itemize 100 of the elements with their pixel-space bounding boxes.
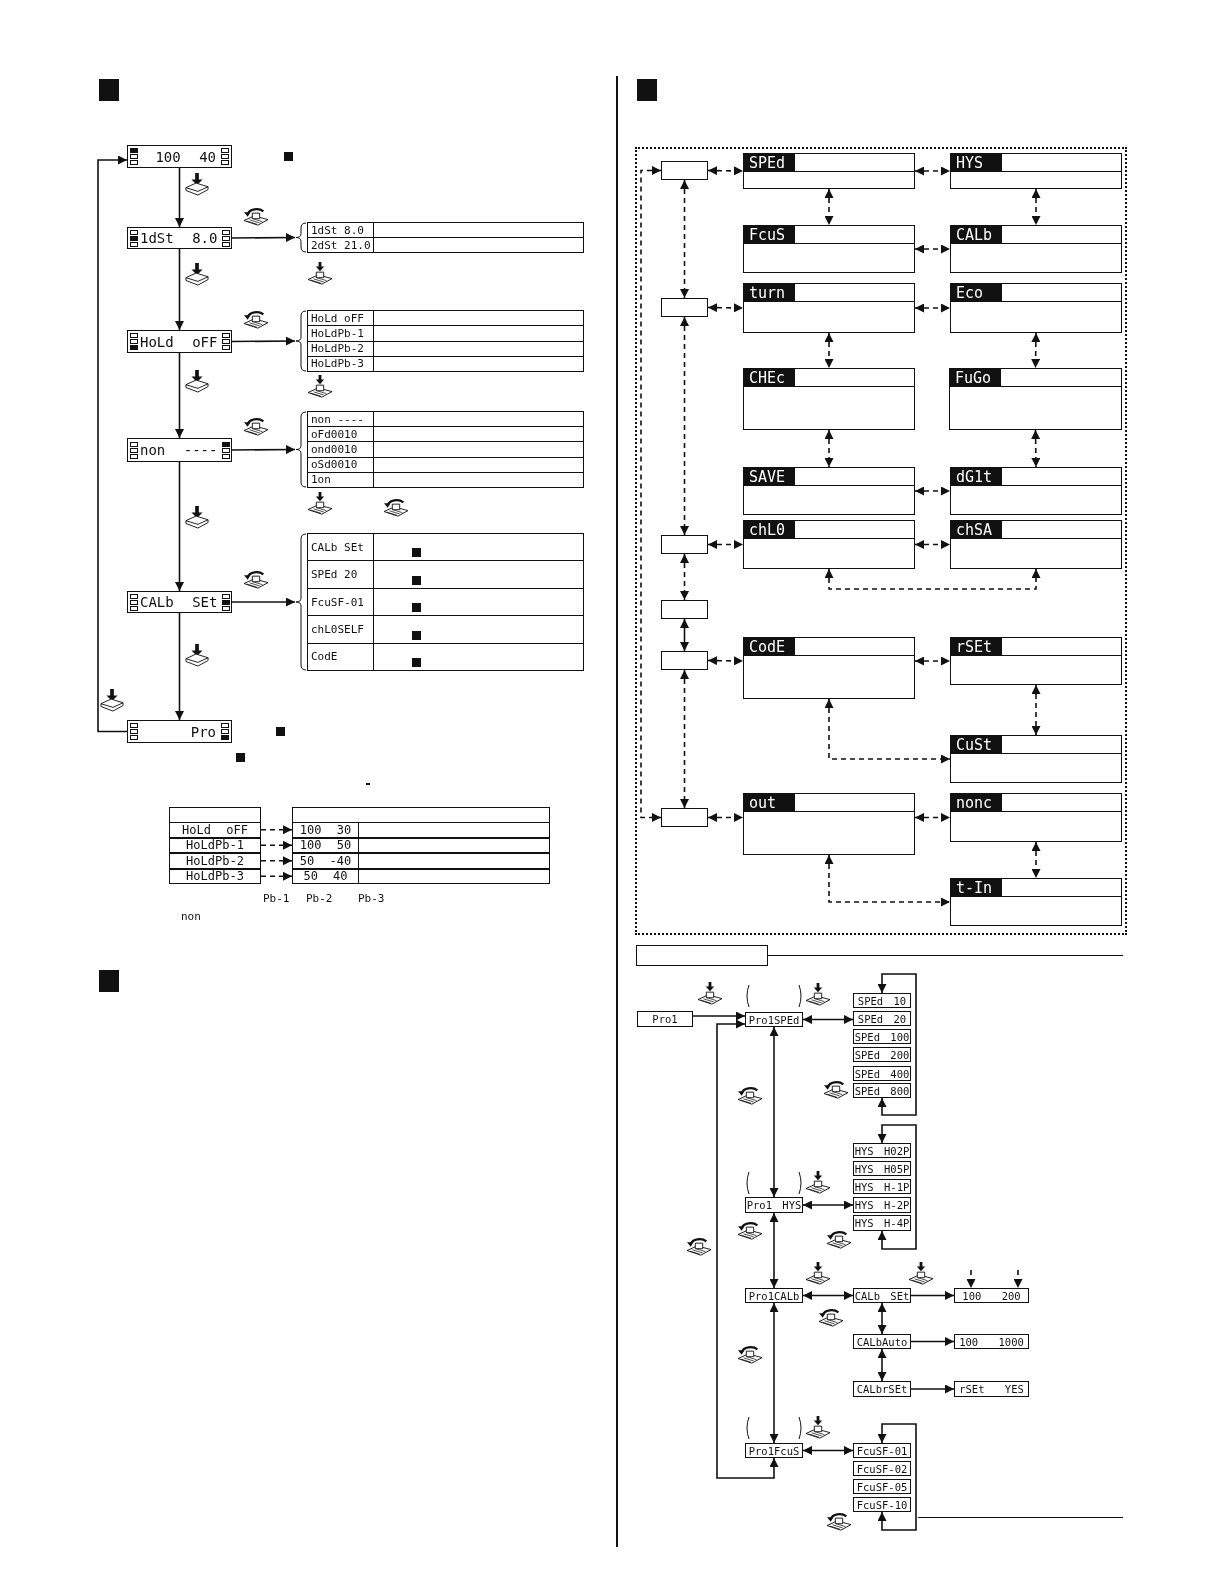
parameter-tab: nonc bbox=[951, 794, 1002, 811]
lcd-readout: CALb SEt bbox=[853, 1288, 911, 1303]
arrow bbox=[877, 1302, 887, 1335]
option-table bbox=[295, 222, 584, 253]
lcd-readout: Pro1FcuS bbox=[745, 1443, 803, 1458]
arrow bbox=[877, 1348, 887, 1382]
dashed-arrow bbox=[1031, 841, 1041, 879]
arrow bbox=[175, 167, 184, 228]
arrow bbox=[802, 1446, 854, 1455]
arrow bbox=[231, 597, 296, 607]
dashed-arrow bbox=[914, 540, 951, 549]
parameter-box bbox=[950, 793, 1122, 842]
lcd-readout: FcuSF-01 bbox=[853, 1443, 911, 1458]
option-table bbox=[295, 411, 584, 488]
arrow bbox=[231, 336, 296, 346]
segment-label: Pb-2 bbox=[306, 892, 333, 905]
parameter-box bbox=[743, 225, 915, 273]
option-cell: 2dSt 21.0 bbox=[308, 238, 374, 252]
menu-box bbox=[661, 298, 708, 317]
parameter-box bbox=[950, 153, 1122, 189]
parameter-box bbox=[743, 153, 915, 189]
menu-box bbox=[661, 535, 708, 554]
option-cell: 1dSt 8.0 bbox=[308, 223, 374, 237]
lcd-readout: CALbAuto bbox=[853, 1334, 911, 1349]
menu-box bbox=[292, 807, 550, 823]
lcd-readout: HYS H05P bbox=[853, 1161, 911, 1176]
lcd-readout: SPEd 100 bbox=[853, 1029, 911, 1044]
option-cell: CALb SEt bbox=[308, 534, 374, 561]
arrow bbox=[231, 233, 296, 243]
parameter-box bbox=[743, 793, 915, 855]
option-cell: 1on bbox=[308, 472, 374, 487]
readout-cell: HoLdPb-2 bbox=[169, 853, 261, 869]
display-text: 100 40 bbox=[154, 149, 217, 164]
dashed-arrow bbox=[260, 825, 293, 835]
parameter-box bbox=[743, 368, 915, 430]
option-cell: chL0SELF bbox=[308, 616, 374, 643]
dashed-arrow bbox=[260, 840, 293, 850]
dashed-arrow bbox=[1013, 1269, 1023, 1289]
dashed-arrow bbox=[824, 188, 834, 226]
menu-box bbox=[358, 853, 550, 869]
dashed-arrow bbox=[914, 813, 951, 822]
option-cell: SPEd 20 bbox=[308, 561, 374, 588]
arrow bbox=[910, 1384, 955, 1394]
menu-box bbox=[169, 807, 261, 823]
parameter-box bbox=[949, 368, 1122, 430]
dashed-arrow bbox=[1031, 188, 1041, 226]
lcd-readout: HYS H-1P bbox=[853, 1179, 911, 1194]
dashed-arrow bbox=[824, 332, 834, 369]
display-text: Pro bbox=[189, 724, 217, 739]
parameter-tab: SPEd bbox=[744, 154, 795, 171]
parameter-tab: CodE bbox=[744, 638, 795, 655]
option-cell: oFd0010 bbox=[308, 427, 374, 442]
option-cell: oSd0010 bbox=[308, 457, 374, 472]
segment-label: Pb-1 bbox=[263, 892, 290, 905]
dashed-arrow bbox=[966, 1269, 976, 1289]
lcd-readout: Pro1CALb bbox=[745, 1288, 803, 1303]
arrow bbox=[802, 1291, 854, 1300]
option-cell: HoLdPb-3 bbox=[308, 356, 374, 371]
lcd-readout: SPEd 200 bbox=[853, 1047, 911, 1062]
dashed-arrow bbox=[680, 669, 689, 809]
arrow bbox=[769, 1302, 779, 1444]
dashed-arrow bbox=[260, 871, 293, 881]
option-cell: FcuSF-01 bbox=[308, 588, 374, 616]
parameter-box bbox=[743, 520, 915, 569]
dashed-arrow bbox=[260, 856, 293, 866]
arrow bbox=[716, 1019, 779, 1479]
lcd-readout: HYS H02P bbox=[853, 1143, 911, 1158]
dashed-arrow bbox=[680, 179, 689, 299]
parameter-box bbox=[743, 637, 915, 699]
arrow bbox=[175, 461, 184, 592]
arrow bbox=[175, 612, 184, 721]
option-cell: ond0010 bbox=[308, 442, 374, 457]
parameter-box bbox=[950, 637, 1122, 685]
option-table bbox=[295, 310, 584, 372]
dashed-arrow bbox=[640, 166, 662, 822]
lcd-display bbox=[127, 720, 232, 743]
parameter-box bbox=[950, 467, 1122, 515]
dashed-arrow bbox=[824, 568, 1041, 590]
parameter-tab: FuGo bbox=[950, 369, 1001, 386]
dashed-arrow bbox=[914, 166, 951, 176]
lcd-readout: Pro1 bbox=[637, 1011, 693, 1027]
dashed-arrow bbox=[707, 813, 744, 822]
menu-box bbox=[661, 161, 708, 180]
lcd-display bbox=[127, 227, 232, 249]
lcd-readout: FcuSF-10 bbox=[853, 1497, 911, 1512]
arrow bbox=[97, 155, 128, 733]
menu-box bbox=[358, 822, 550, 838]
option-cell: HoLdPb-2 bbox=[308, 341, 374, 356]
lcd-readout: FcuSF-02 bbox=[853, 1461, 911, 1476]
lcd-readout: 100 1000 bbox=[954, 1334, 1029, 1349]
dashed-arrow bbox=[680, 553, 689, 601]
segment-label: Pb-3 bbox=[358, 892, 385, 905]
lcd-readout: Pro1SPEd bbox=[745, 1012, 803, 1027]
dashed-arrow bbox=[824, 429, 834, 468]
parameter-tab: Eco bbox=[951, 284, 1002, 301]
parameter-tab: out bbox=[744, 794, 795, 811]
parameter-tab: HYS bbox=[951, 154, 1002, 171]
dashed-arrow bbox=[680, 316, 689, 536]
lcd-readout: rSEt YES bbox=[954, 1381, 1029, 1397]
arrow bbox=[175, 352, 184, 439]
